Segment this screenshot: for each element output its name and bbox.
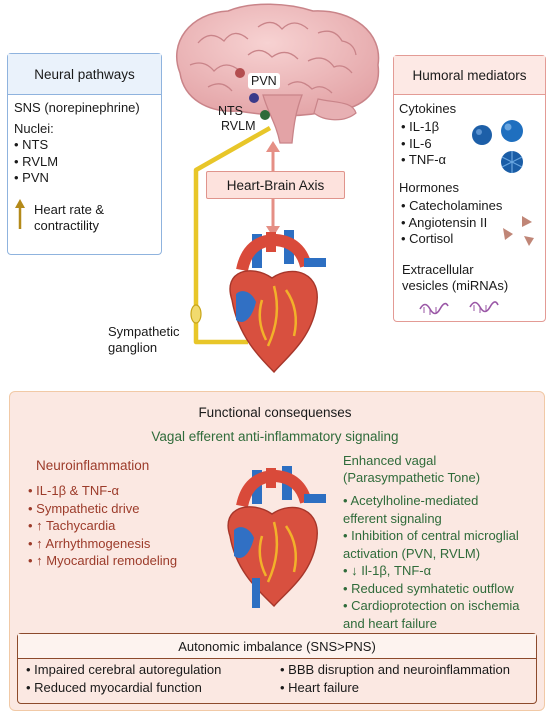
- vagal-item: • Reduced symhatetic outflow: [343, 580, 514, 596]
- sns-label: SNS (norepinephrine): [14, 100, 140, 115]
- vagal-title-2: (Parasympathetic Tone): [343, 470, 481, 485]
- nuclei-list: • NTS • RVLM • PVN: [14, 137, 58, 187]
- neural-pathways-title: Neural pathways: [8, 54, 161, 95]
- vesicle-rna-icon: [419, 301, 499, 315]
- heart-illustration-bottom: [227, 466, 326, 608]
- humoral-mediators-panel: Humoral mediators: [393, 55, 546, 322]
- imbalance-item: • Impaired cerebral autoregulation: [26, 662, 222, 677]
- heart-brain-axis-label: Heart-Brain Axis: [206, 171, 345, 199]
- up-arrow-icon: [15, 199, 25, 229]
- rvlm-marker: [260, 110, 270, 120]
- contractility-label: contractility: [34, 218, 100, 233]
- imbalance-item: • Heart failure: [280, 680, 359, 695]
- ganglion-label-2: ganglion: [108, 340, 158, 355]
- ganglion-label-1: Sympathetic: [108, 324, 180, 339]
- nts-label: NTS: [218, 104, 243, 118]
- vagal-title-1: Enhanced vagal: [343, 453, 437, 468]
- neuroinflammation-list: • IL-1β & TNF-α • Sympathetic drive • ↑ …: [28, 482, 177, 570]
- cytokines-list: • IL-1β • IL-6 • TNF-α: [401, 119, 446, 169]
- cytokine-item: • TNF-α: [401, 152, 447, 167]
- neural-pathways-panel: Neural pathways: [7, 53, 162, 255]
- vagal-item: • ↓ Il-1β, TNF-α: [343, 563, 432, 578]
- nuclei-item: • PVN: [14, 170, 49, 185]
- rvlm-label: RVLM: [221, 119, 256, 133]
- brain-illustration: [175, 3, 380, 144]
- vagal-item: • Cardioprotection on ischemia: [343, 598, 520, 613]
- nts-marker: [249, 93, 259, 103]
- vagal-item: • Inhibition of central microglial: [343, 528, 519, 543]
- vagal-item: and heart failure: [343, 615, 437, 631]
- neuro-item: • ↑ Tachycardia: [28, 518, 116, 533]
- neuro-item: • IL-1β & TNF-α: [28, 483, 120, 498]
- ganglion-node: [190, 304, 202, 324]
- nuclei-item: • RVLM: [14, 153, 59, 169]
- hormone-item: • Catecholamines: [401, 198, 503, 213]
- humoral-mediators-title: Humoral mediators: [394, 56, 545, 95]
- autonomic-imbalance-title: Autonomic imbalance (SNS>PNS): [18, 634, 536, 659]
- imbalance-item: • Reduced myocardial function: [26, 680, 202, 695]
- hormones-label: Hormones: [399, 180, 459, 195]
- autonomic-imbalance-box: Autonomic imbalance (SNS>PNS): [17, 633, 537, 704]
- hormone-triangles-icon: [503, 216, 534, 246]
- imbalance-left-list: • Impaired cerebral autoregulation • Red…: [26, 661, 221, 697]
- ev-label-2: vesicles (miRNAs): [402, 278, 509, 293]
- functional-subtitle: Vagal efferent anti-inflammatory signali…: [151, 429, 399, 444]
- cytokine-item: • IL-6: [401, 135, 432, 151]
- cytokine-spheres-icon: [472, 120, 523, 173]
- nuclei-item: • NTS: [14, 137, 49, 152]
- ev-label-1: Extracellular: [402, 262, 474, 277]
- neuro-item: • Sympathetic drive: [28, 500, 140, 516]
- cytokine-item: • IL-1β: [401, 119, 440, 134]
- vagal-item: • Acetylholine-mediated: [343, 493, 479, 508]
- hormone-item: • Cortisol: [401, 231, 454, 246]
- hormone-item: • Angiotensin II: [401, 214, 488, 230]
- neuroinflammation-title: Neuroinflammation: [36, 458, 150, 473]
- vagal-item: activation (PVN, RVLM): [343, 545, 481, 561]
- nuclei-label: Nuclei:: [14, 121, 54, 136]
- pvn-marker: [235, 68, 245, 78]
- hormones-list: • Catecholamines • Angiotensin II • Cort…: [401, 198, 502, 248]
- imbalance-item: • BBB disruption and neuroinflammation: [280, 662, 511, 677]
- neuro-item: • ↑ Myocardial remodeling: [28, 553, 178, 568]
- neuro-item: • ↑ Arrhythmogenesis: [28, 535, 151, 551]
- vagal-item: efferent signaling: [343, 510, 442, 526]
- functional-title: Functional consequenses: [198, 405, 352, 420]
- heart-rate-label: Heart rate &: [34, 202, 105, 217]
- pvn-label: PVN: [248, 73, 280, 89]
- vagal-list: • Acetylholine-mediated efferent signali…: [343, 492, 520, 632]
- cytokines-label: Cytokines: [399, 101, 457, 116]
- heart-illustration: [229, 230, 326, 374]
- imbalance-right-list: • BBB disruption and neuroinflammation •…: [280, 661, 510, 697]
- sympathetic-nerve-path: [190, 126, 272, 345]
